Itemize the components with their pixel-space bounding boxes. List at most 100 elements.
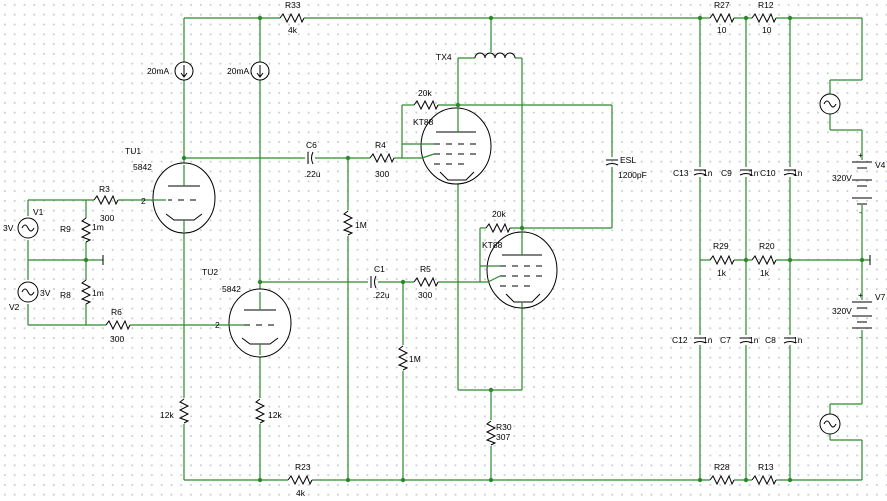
label-tu1-pin2: 2	[141, 196, 146, 206]
label-c12: C12	[672, 335, 688, 345]
label-r12-value: 10	[762, 25, 772, 35]
label-kt88-upper: KT88	[413, 117, 434, 127]
label-v2-value: 3V	[40, 288, 51, 298]
wiring	[27, 17, 870, 481]
ac-source-v2[interactable]	[17, 281, 39, 303]
label-kt88-lower: KT88	[482, 240, 503, 250]
resistor-r12[interactable]	[751, 13, 777, 23]
transformer-tx4-coil[interactable]	[474, 52, 516, 59]
label-r8: R8	[60, 290, 71, 300]
label-r9: R9	[60, 224, 71, 234]
resistor-r3[interactable]	[93, 195, 119, 205]
label-v4-minus: -	[859, 207, 862, 217]
resistor-r29[interactable]	[709, 255, 735, 265]
current-source-tu1[interactable]	[174, 61, 194, 81]
resistor-r4[interactable]	[369, 153, 395, 163]
resistor-r30[interactable]	[486, 420, 496, 446]
label-c7-value: 1n	[749, 335, 759, 345]
battery-v4[interactable]	[852, 161, 872, 205]
ac-source-hum-lower[interactable]	[819, 413, 841, 435]
resistor-r27[interactable]	[709, 13, 735, 23]
label-c13-value: 1n	[703, 168, 713, 178]
battery-v7[interactable]	[852, 301, 872, 329]
ac-source-hum-upper[interactable]	[819, 93, 841, 115]
label-1m-lower: 1M	[409, 354, 421, 364]
label-r30: R30	[496, 422, 512, 432]
resistor-feedback-upper[interactable]	[413, 100, 439, 110]
label-12k-tu2: 12k	[268, 410, 282, 420]
label-r30-value: 307	[496, 432, 510, 442]
tube-tu1[interactable]	[150, 162, 216, 234]
capacitor-c6[interactable]	[307, 151, 314, 165]
label-c9: C9	[721, 168, 732, 178]
label-r9-value: 1m	[92, 222, 104, 232]
label-tx4: TX4	[436, 52, 452, 62]
label-v2: V2	[9, 302, 20, 312]
label-v7-plus: +	[858, 290, 863, 300]
capacitor-esl[interactable]	[605, 159, 619, 166]
junction-dots	[83, 15, 865, 483]
tube-kt88-upper[interactable]	[402, 105, 492, 185]
label-v7-value: 320V	[832, 306, 852, 316]
resistor-12k-tu1[interactable]	[179, 398, 189, 424]
label-c12-value: 1n	[703, 335, 713, 345]
resistor-r8[interactable]	[81, 279, 91, 305]
label-esl: ESL	[620, 155, 636, 165]
label-r6-value: 300	[110, 334, 124, 344]
label-c7: C7	[720, 335, 731, 345]
label-tu2-type: 5842	[222, 284, 241, 294]
label-feedback-lower-value: 20k	[492, 209, 506, 219]
label-v7: V7	[875, 292, 886, 302]
resistor-r28[interactable]	[709, 475, 735, 485]
ground-icon-input	[95, 254, 104, 266]
label-r23: R23	[295, 462, 311, 472]
tube-tu2[interactable]	[226, 288, 292, 358]
resistor-1m-lower[interactable]	[398, 345, 408, 371]
label-v4-value: 320V	[832, 173, 852, 183]
label-c6-value: .22u	[304, 169, 321, 179]
label-tu2: TU2	[202, 267, 218, 277]
label-c1: C1	[374, 264, 385, 274]
label-r20: R20	[759, 241, 775, 251]
resistor-r33[interactable]	[279, 13, 305, 23]
label-current-source-2: 20mA	[227, 66, 250, 76]
label-esl-value: 1200pF	[618, 170, 647, 180]
label-c8-value: 1n	[793, 335, 803, 345]
resistor-r20[interactable]	[751, 255, 777, 265]
ac-source-v1[interactable]	[17, 217, 39, 239]
label-r5-value: 300	[418, 290, 432, 300]
label-r33-value: 4k	[288, 25, 298, 35]
label-c10-value: 1n	[793, 168, 803, 178]
resistor-12k-tu2[interactable]	[255, 398, 265, 424]
resistor-1m-upper[interactable]	[343, 210, 353, 236]
label-r20-value: 1k	[760, 268, 770, 278]
label-c1-value: .22u	[373, 290, 390, 300]
label-v4: V4	[875, 160, 886, 170]
capacitor-c1[interactable]	[370, 275, 377, 289]
label-r29: R29	[713, 241, 729, 251]
tube-kt88-lower[interactable]	[480, 228, 558, 309]
label-r8-value: 1m	[92, 288, 104, 298]
label-r4: R4	[375, 140, 386, 150]
label-v1-value: 3V	[3, 223, 14, 233]
resistor-r5[interactable]	[413, 277, 439, 287]
label-r33: R33	[285, 0, 301, 10]
resistor-r23[interactable]	[287, 475, 313, 485]
resistor-r6[interactable]	[105, 320, 131, 330]
current-source-tu2[interactable]	[250, 61, 270, 81]
label-r6: R6	[111, 307, 122, 317]
label-r13: R13	[758, 462, 774, 472]
label-12k-tu1: 12k	[160, 410, 174, 420]
label-r27-value: 10	[717, 25, 727, 35]
resistor-r13[interactable]	[751, 475, 777, 485]
label-c10: C10	[760, 168, 776, 178]
label-r5: R5	[420, 264, 431, 274]
component-labels: R33 4k R27 10 R12 10 20mA 20mA TX4 20k K…	[3, 0, 886, 498]
label-r27: R27	[714, 0, 730, 10]
resistor-r9[interactable]	[81, 217, 91, 243]
label-current-source-1: 20mA	[147, 66, 170, 76]
resistor-feedback-lower[interactable]	[485, 223, 511, 233]
label-v4-plus: +	[858, 150, 863, 160]
